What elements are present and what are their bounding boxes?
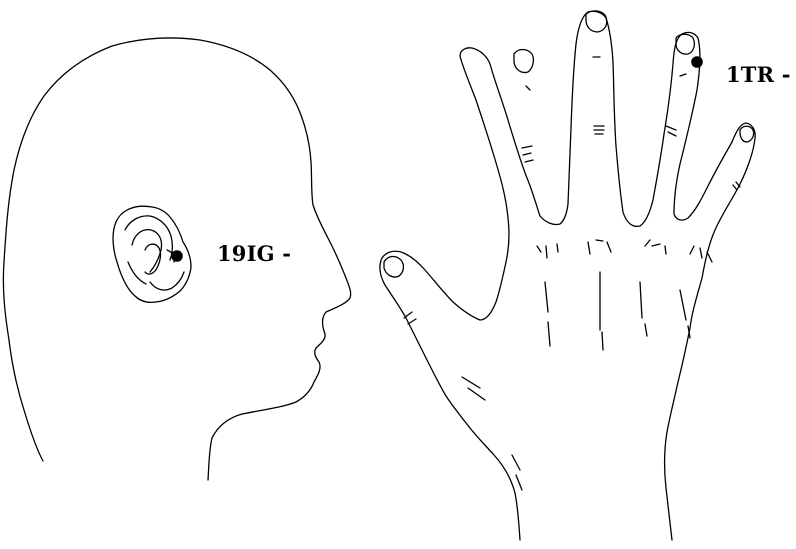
thumb-creases <box>404 312 485 400</box>
thumbnail <box>384 256 403 277</box>
little-nail <box>740 126 754 142</box>
knuckle-creases <box>537 240 712 262</box>
point-marker-tr <box>691 56 703 68</box>
finger-creases <box>522 57 740 190</box>
point-label-tr: 1TR - <box>726 62 791 87</box>
ear-lobe <box>150 272 184 290</box>
ear-inner-fold <box>128 262 146 284</box>
ear-antihelix <box>132 230 162 272</box>
wrist-lines <box>512 455 522 490</box>
middle-nail <box>586 11 607 32</box>
point-label-ig: 19IG - <box>217 241 291 266</box>
hand-outline <box>380 11 755 540</box>
point-marker-ig <box>171 250 183 262</box>
ear-helix <box>125 216 172 260</box>
palm-tendon-lines <box>545 272 690 350</box>
index-nail <box>514 50 533 73</box>
